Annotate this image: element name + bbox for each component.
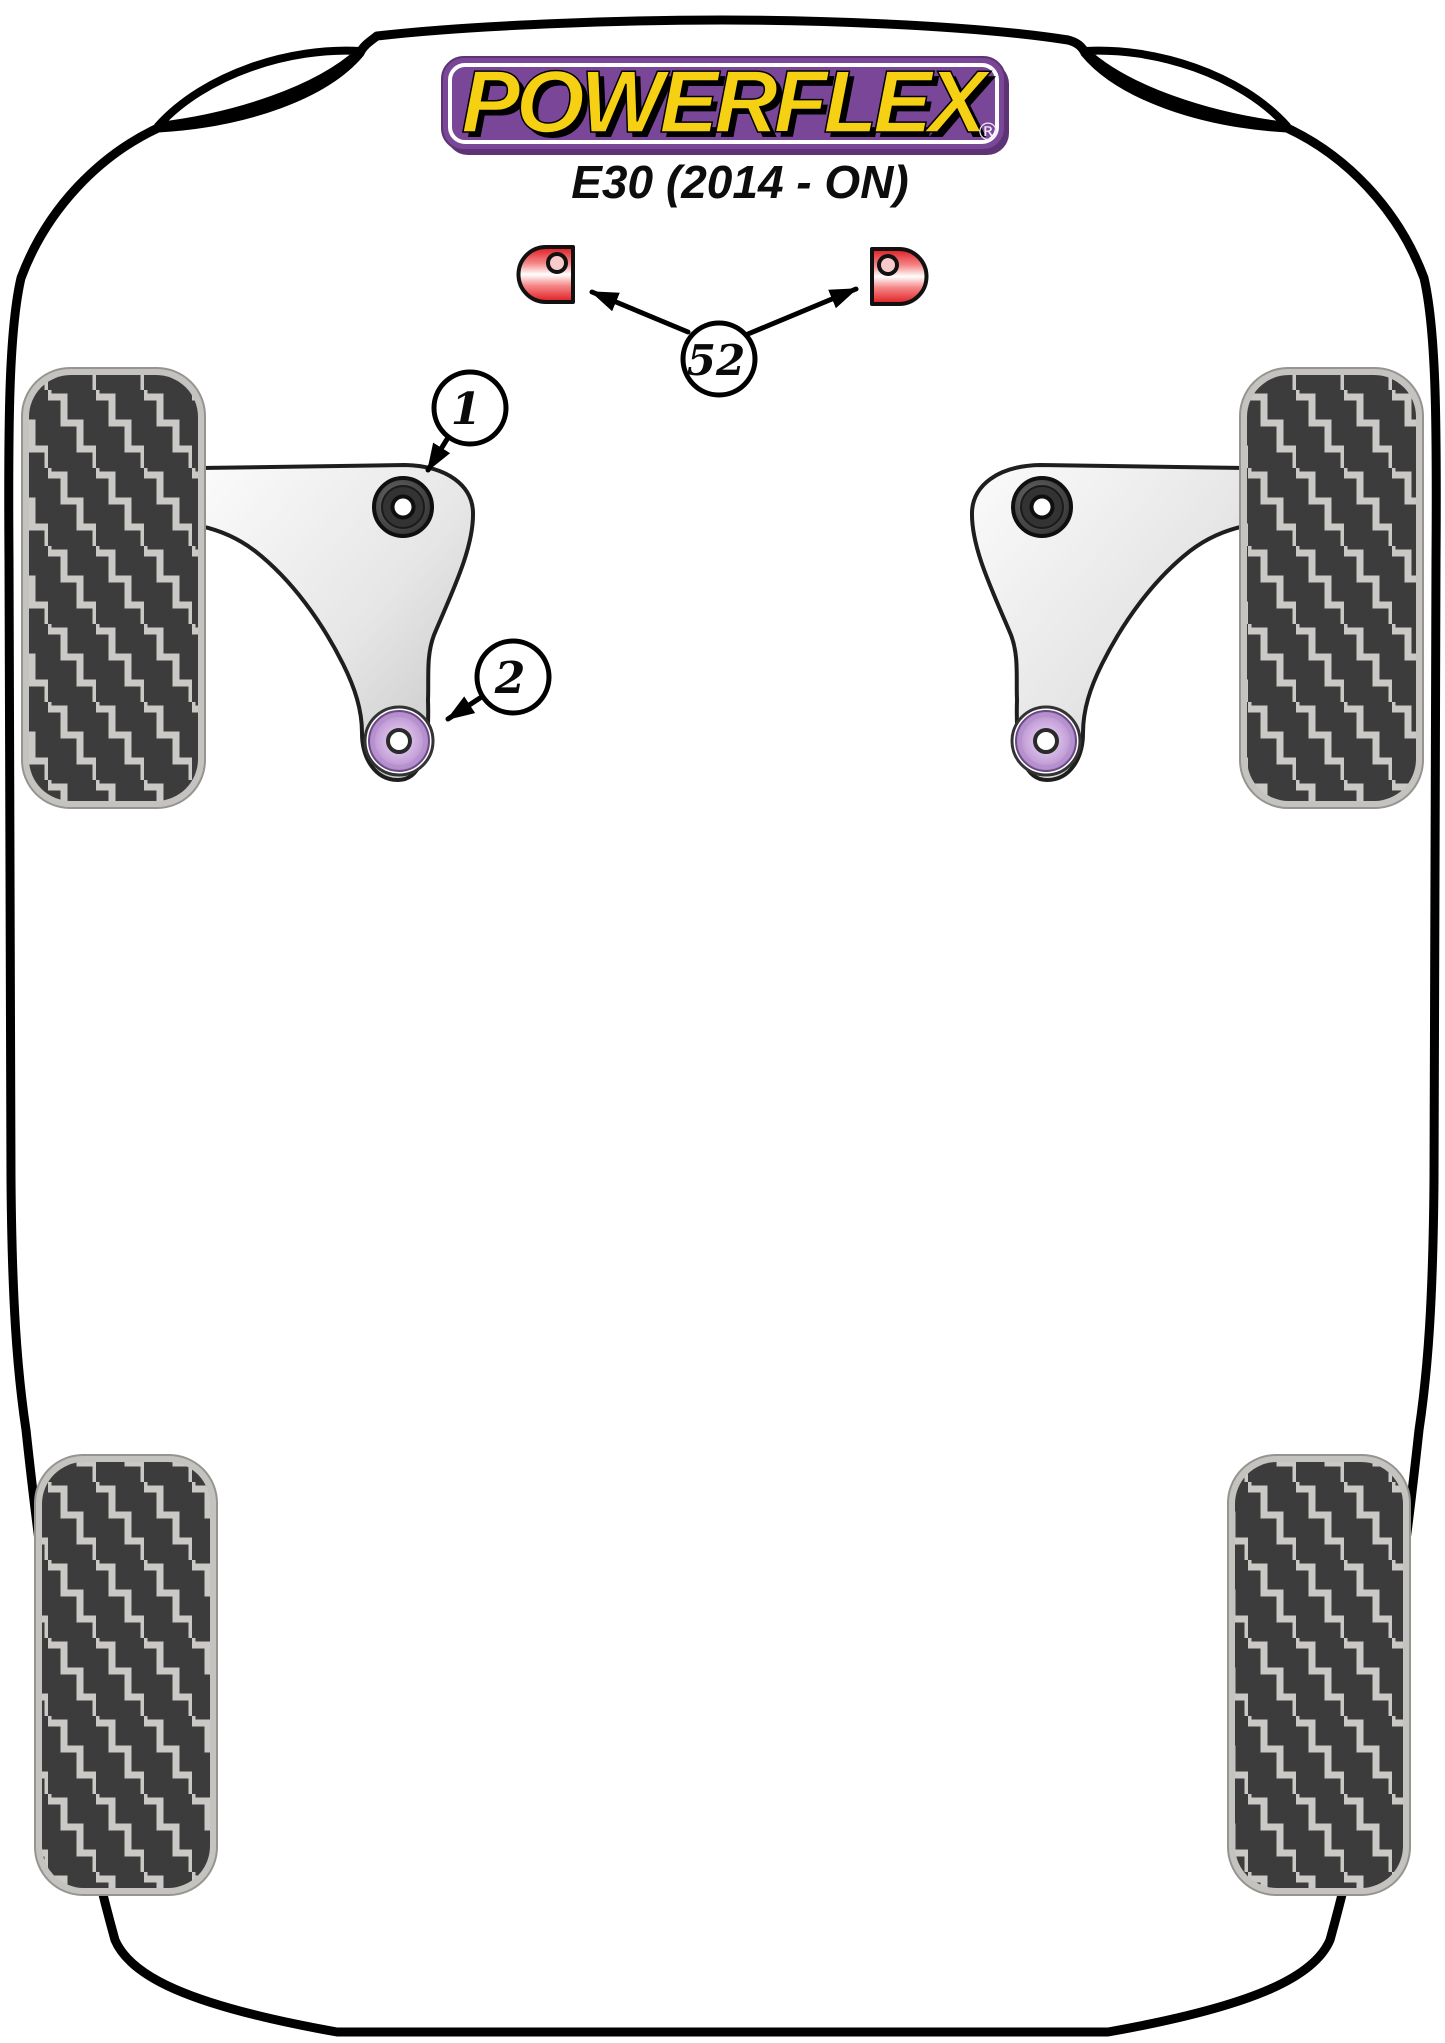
front-right-upper-bushing xyxy=(1011,476,1073,538)
rear-right-wheel xyxy=(1227,1454,1411,1896)
callout-2[interactable]: 2 xyxy=(474,638,552,716)
front-right-lower-bushing xyxy=(1010,705,1082,777)
rear-left-wheel xyxy=(34,1454,218,1896)
model-title: E30 (2014 - ON) xyxy=(571,156,908,208)
front-left-upper-bushing xyxy=(372,476,434,538)
front-left-wheel xyxy=(21,367,206,809)
registered-trademark-icon: ® xyxy=(976,118,1000,146)
front-left-arm-body xyxy=(198,463,476,782)
logo-text-shadow: POWERFLEX xyxy=(466,57,997,156)
front-right-control-arm xyxy=(969,463,1247,782)
arrow-2-to-lower-bushing xyxy=(445,693,486,722)
arrow-1-to-upper-bushing xyxy=(425,433,452,473)
callout-2-number: 2 xyxy=(494,653,526,704)
jack-pad-left xyxy=(516,245,575,304)
front-right-lens-outline xyxy=(1081,46,1291,130)
logo-background xyxy=(441,56,1006,151)
jack-pad-right xyxy=(870,247,929,306)
callout-52[interactable]: 52 xyxy=(680,320,758,398)
arrow-52-to-right-pad xyxy=(745,286,859,337)
callout-1[interactable]: 1 xyxy=(431,369,509,447)
front-left-lower-bushing xyxy=(363,705,435,777)
logo-text: POWERFLEX xyxy=(461,52,992,151)
front-right-arm-body xyxy=(969,463,1247,782)
powerflex-logo: POWERFLEX POWERFLEX ® xyxy=(441,51,1009,156)
front-right-wheel xyxy=(1239,367,1424,809)
arrow-52-to-left-pad xyxy=(589,289,691,335)
front-left-control-arm xyxy=(198,463,476,782)
jack-pad-right-hole xyxy=(877,254,899,276)
jack-pad-left-hole xyxy=(546,252,568,274)
front-left-lens-outline xyxy=(154,46,364,130)
callout-1-number: 1 xyxy=(451,384,482,435)
callout-52-number: 52 xyxy=(687,336,745,385)
